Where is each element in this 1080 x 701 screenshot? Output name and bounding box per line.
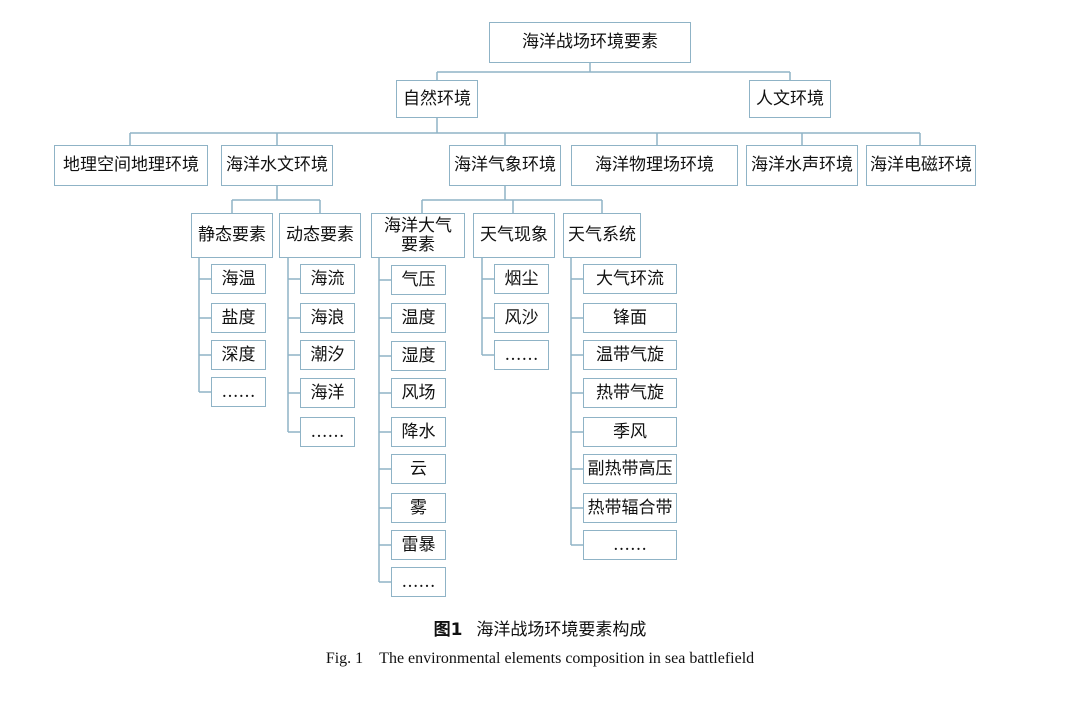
systems-item: 季风 — [583, 417, 677, 447]
dynamic-item: 海洋 — [300, 378, 355, 408]
natural-environment-node: 自然环境 — [396, 80, 478, 118]
static-elements-node: 静态要素 — [191, 213, 273, 258]
weather-systems-node: 天气系统 — [563, 213, 641, 258]
systems-item: …… — [583, 530, 677, 560]
atmos-item: 风场 — [391, 378, 446, 408]
static-item: 深度 — [211, 340, 266, 370]
dynamic-elements-node: 动态要素 — [279, 213, 361, 258]
systems-item: 大气环流 — [583, 264, 677, 294]
static-item: 海温 — [211, 264, 266, 294]
atmos-item: 云 — [391, 454, 446, 484]
figure-title-en: The environmental elements composition i… — [379, 650, 755, 667]
systems-item: 副热带高压 — [583, 454, 677, 484]
static-item: …… — [211, 377, 266, 407]
figure-label-cn: 图1 — [433, 620, 463, 640]
hydro-environment-node: 海洋水文环境 — [221, 145, 333, 186]
atmospheric-elements-node: 海洋大气要素 — [371, 213, 465, 258]
systems-item: 热带气旋 — [583, 378, 677, 408]
physical-field-environment-node: 海洋物理场环境 — [571, 145, 738, 186]
acoustic-environment-node: 海洋水声环境 — [746, 145, 858, 186]
dynamic-item: 潮汐 — [300, 340, 355, 370]
meteo-environment-node: 海洋气象环境 — [449, 145, 561, 186]
atmos-item: 雷暴 — [391, 530, 446, 560]
static-item: 盐度 — [211, 303, 266, 333]
atmos-item: 降水 — [391, 417, 446, 447]
systems-item: 热带辐合带 — [583, 493, 677, 523]
figure-label-en: Fig. 1 — [325, 650, 364, 667]
systems-item: 锋面 — [583, 303, 677, 333]
figure-caption-cn: 图1 海洋战场环境要素构成 — [0, 615, 1080, 640]
figure-caption-en: Fig. 1 The environmental elements composi… — [0, 650, 1080, 668]
dynamic-item: …… — [300, 417, 355, 447]
atmos-item: 温度 — [391, 303, 446, 333]
atmos-item: …… — [391, 567, 446, 597]
figure-title-cn: 海洋战场环境要素构成 — [476, 620, 647, 640]
atmos-item: 雾 — [391, 493, 446, 523]
weather-item: 烟尘 — [494, 264, 549, 294]
electromagnetic-environment-node: 海洋电磁环境 — [866, 145, 976, 186]
dynamic-item: 海浪 — [300, 303, 355, 333]
root-node: 海洋战场环境要素 — [489, 22, 691, 63]
weather-phenomena-node: 天气现象 — [473, 213, 555, 258]
systems-item: 温带气旋 — [583, 340, 677, 370]
geo-environment-node: 地理空间地理环境 — [54, 145, 208, 186]
dynamic-item: 海流 — [300, 264, 355, 294]
human-environment-node: 人文环境 — [749, 80, 831, 118]
weather-item: …… — [494, 340, 549, 370]
atmos-item: 气压 — [391, 265, 446, 295]
weather-item: 风沙 — [494, 303, 549, 333]
atmos-item: 湿度 — [391, 341, 446, 371]
